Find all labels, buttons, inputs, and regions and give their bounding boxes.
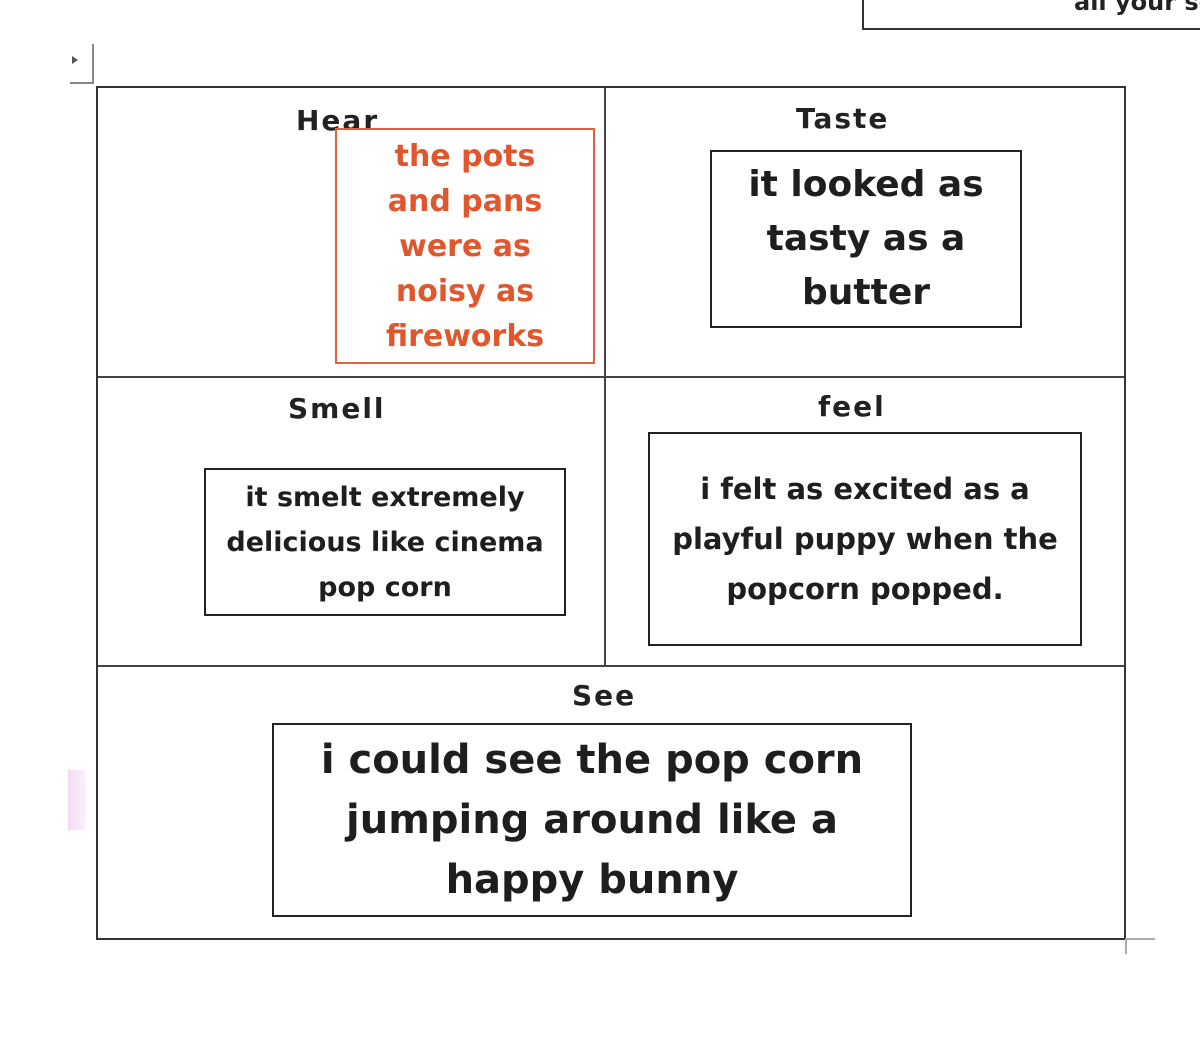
margin-highlight — [68, 770, 86, 830]
table-move-handle[interactable] — [70, 44, 94, 84]
table-resize-handle[interactable] — [1125, 938, 1155, 954]
cell-hear[interactable]: Hear the pots and pans were as noisy as … — [98, 88, 604, 376]
cell-see[interactable]: See i could see the pop corn jumping aro… — [98, 667, 1124, 938]
row-divider-1 — [98, 376, 1124, 378]
see-text-box[interactable]: i could see the pop corn jumping around … — [272, 723, 912, 917]
hear-text: the pots and pans were as noisy as firew… — [385, 138, 545, 354]
heading-feel: feel — [818, 390, 886, 423]
smell-text: it smelt extremely delicious like cinema… — [226, 481, 544, 603]
heading-smell: Smell — [288, 392, 386, 425]
feel-text: i felt as excited as a playful puppy whe… — [672, 472, 1058, 606]
cell-smell[interactable]: Smell it smelt extremely delicious like … — [98, 378, 604, 665]
senses-table: Hear the pots and pans were as noisy as … — [96, 86, 1126, 940]
corner-text: all your se — [1074, 0, 1200, 16]
corner-text-box[interactable]: all your se — [862, 0, 1200, 30]
feel-text-box[interactable]: i felt as excited as a playful puppy whe… — [648, 432, 1082, 646]
see-text: i could see the pop corn jumping around … — [320, 737, 864, 903]
taste-text: it looked as tasty as a butter — [748, 164, 984, 313]
heading-taste: Taste — [796, 102, 890, 135]
heading-see: See — [572, 679, 637, 712]
row-divider-2 — [98, 665, 1124, 667]
taste-text-box[interactable]: it looked as tasty as a butter — [710, 150, 1022, 328]
cell-taste[interactable]: Taste it looked as tasty as a butter — [606, 88, 1124, 376]
hear-text-box[interactable]: the pots and pans were as noisy as firew… — [335, 128, 595, 364]
smell-text-box[interactable]: it smelt extremely delicious like cinema… — [204, 468, 566, 616]
cell-feel[interactable]: feel i felt as excited as a playful pupp… — [606, 378, 1124, 665]
